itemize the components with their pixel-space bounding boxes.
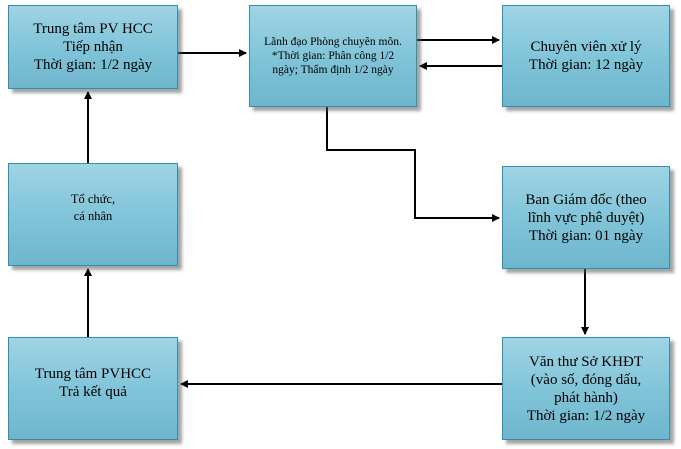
- node-to-chuc-ca-nhan: Tổ chức, cá nhân: [8, 163, 178, 266]
- node-van-thu-so-khdt: Văn thư Sở KHĐT (vào số, đóng dấu, phát …: [502, 337, 670, 440]
- node-line: Trung tâm PV HCC: [33, 21, 153, 37]
- node-ban-giam-doc: Ban Giám đốc (theo lĩnh vực phê duyệt) T…: [502, 166, 670, 269]
- node-line: Tiếp nhận: [63, 39, 123, 55]
- node-line: (vào số, đóng dấu,: [530, 371, 642, 388]
- node-lanh-dao-phong: Lãnh đạo Phòng chuyên môn. *Thời gian: P…: [249, 5, 417, 107]
- node-line: lĩnh vực phê duyệt): [527, 209, 645, 226]
- node-line: cá nhân: [73, 208, 113, 223]
- node-line: Thời gian: 12 ngày: [528, 57, 644, 73]
- node-line: Chuyên viên xử lý: [530, 39, 642, 55]
- node-line: Trung tâm PVHCC: [34, 365, 152, 382]
- node-text: Lãnh đạo Phòng chuyên môn. *Thời gian: P…: [264, 36, 402, 76]
- node-line: Thời gian: 1/2 ngày: [33, 57, 153, 73]
- node-line: Thời gian: 01 ngày: [528, 227, 644, 244]
- node-line: Trả kết quả: [59, 383, 127, 400]
- node-line: phát hành): [554, 389, 618, 406]
- node-line: Tổ chức,: [70, 191, 116, 206]
- node-trung-tam-tiep-nhan: Trung tâm PV HCC Tiếp nhận Thời gian: 1/…: [8, 5, 178, 89]
- node-trung-tam-tra-ket-qua: Trung tâm PVHCC Trả kết quả: [8, 337, 178, 440]
- arrow-lanhdao-to-bangiamdoc: [326, 107, 500, 222]
- node-chuyen-vien-xu-ly: Chuyên viên xử lý Thời gian: 12 ngày: [502, 5, 670, 107]
- node-line: Thời gian: 1/2 ngày: [526, 407, 646, 424]
- node-line: Văn thư Sở KHĐT: [529, 353, 643, 370]
- node-line: Ban Giám đốc (theo: [525, 191, 647, 208]
